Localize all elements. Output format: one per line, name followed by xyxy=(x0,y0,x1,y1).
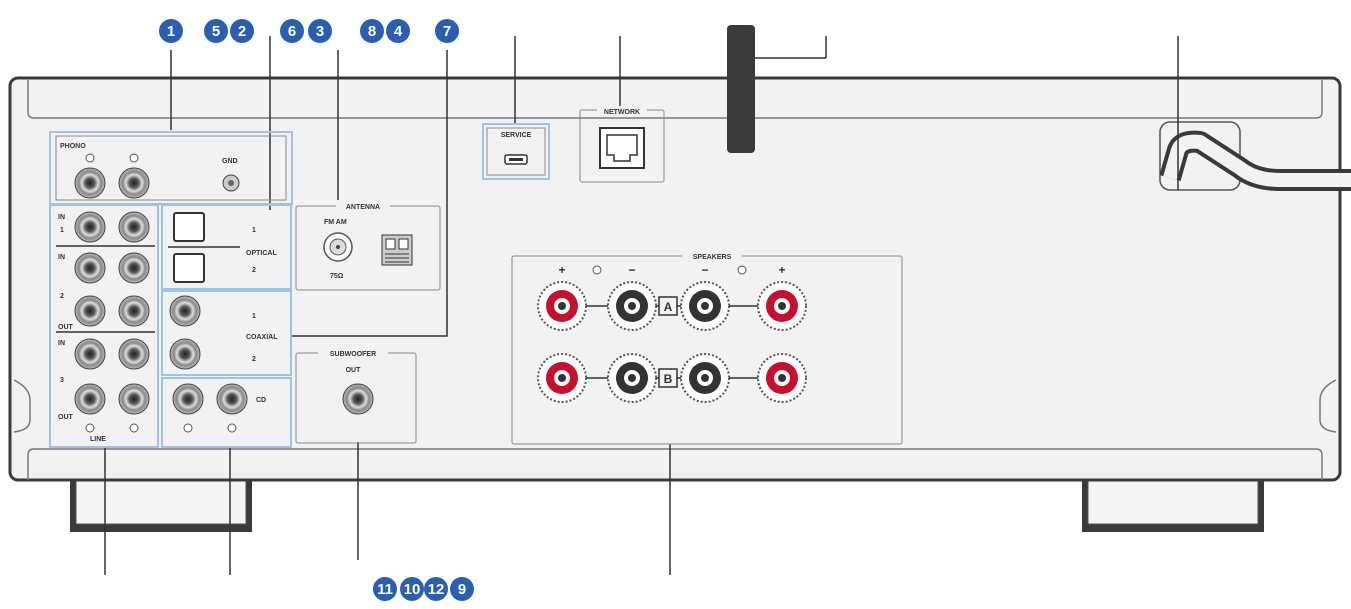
svg-text:OUT: OUT xyxy=(58,324,74,331)
svg-text:GND: GND xyxy=(222,158,238,165)
speaker-terminal xyxy=(607,353,657,403)
optical-section: 1 OPTICAL 2 xyxy=(161,204,292,290)
chassis xyxy=(8,76,1342,482)
svg-text:75Ω: 75Ω xyxy=(330,273,344,280)
speaker-terminal xyxy=(537,281,587,331)
svg-text:+: + xyxy=(558,263,565,277)
speaker-a-label: A xyxy=(658,296,678,316)
svg-text:2: 2 xyxy=(60,293,64,300)
svg-text:5: 5 xyxy=(212,23,220,40)
svg-text:9: 9 xyxy=(458,581,466,598)
callout-marker: 3 xyxy=(308,19,332,43)
svg-text:OUT: OUT xyxy=(58,414,74,421)
line-section: IN 1 IN 2 OUT IN 3 OUT LINE xyxy=(49,204,159,448)
svg-text:2: 2 xyxy=(252,267,256,274)
svg-text:8: 8 xyxy=(368,23,376,40)
callout-marker: 8 xyxy=(360,19,384,43)
svg-text:10: 10 xyxy=(404,581,421,598)
svg-text:LINE: LINE xyxy=(90,436,106,443)
svg-text:PHONO: PHONO xyxy=(60,143,86,150)
svg-text:3: 3 xyxy=(60,377,64,384)
speaker-b-label: B xyxy=(658,368,678,388)
svg-text:IN: IN xyxy=(58,340,65,347)
leader-lines xyxy=(104,36,671,575)
svg-text:3: 3 xyxy=(316,23,324,40)
speaker-terminal xyxy=(757,281,807,331)
cd-section: CD xyxy=(161,377,292,448)
power-cord xyxy=(1159,36,1351,191)
svg-text:ANTENNA: ANTENNA xyxy=(346,204,380,211)
svg-text:A: A xyxy=(664,300,673,314)
callout-marker: 11 xyxy=(373,577,397,601)
wireless-antenna xyxy=(727,25,827,153)
speaker-terminal xyxy=(680,281,730,331)
service-port: SERVICE xyxy=(482,123,550,180)
callout-marker: 4 xyxy=(386,19,410,43)
callout-marker: 9 xyxy=(450,577,474,601)
svg-text:COAXIAL: COAXIAL xyxy=(246,334,278,341)
coaxial-section: 1 COAXIAL 2 xyxy=(161,290,292,376)
svg-text:1: 1 xyxy=(60,227,64,234)
callout-marker: 1 xyxy=(159,19,183,43)
svg-text:IN: IN xyxy=(58,214,65,221)
svg-text:1: 1 xyxy=(252,227,256,234)
callout-marker: 12 xyxy=(424,577,448,601)
svg-text:OUT: OUT xyxy=(346,367,362,374)
svg-text:4: 4 xyxy=(394,23,403,40)
speaker-terminal xyxy=(680,353,730,403)
svg-text:SUBWOOFER: SUBWOOFER xyxy=(330,351,376,358)
callout-marker: 5 xyxy=(204,19,228,43)
svg-text:2: 2 xyxy=(238,23,246,40)
callout-marker: 6 xyxy=(280,19,304,43)
subwoofer-section: SUBWOOFER OUT xyxy=(295,348,417,444)
speaker-terminal xyxy=(607,281,657,331)
callout-marker: 2 xyxy=(230,19,254,43)
svg-text:1: 1 xyxy=(167,23,175,40)
svg-text:OPTICAL: OPTICAL xyxy=(246,250,277,257)
svg-text:SPEAKERS: SPEAKERS xyxy=(693,254,732,261)
svg-text:12: 12 xyxy=(428,581,445,598)
callouts-bottom: 11 10 12 9 xyxy=(373,577,474,601)
callouts-top: 1 5 2 6 3 8 4 7 xyxy=(159,19,459,43)
svg-text:IN: IN xyxy=(58,254,65,261)
network-port: NETWORK xyxy=(579,106,665,183)
svg-text:7: 7 xyxy=(443,23,451,40)
speaker-terminal xyxy=(757,353,807,403)
svg-text:B: B xyxy=(664,372,673,386)
speakers-section: SPEAKERS + − − + xyxy=(511,251,903,445)
svg-text:+: + xyxy=(778,263,785,277)
svg-text:6: 6 xyxy=(288,23,296,40)
svg-text:−: − xyxy=(701,263,708,277)
svg-text:11: 11 xyxy=(377,581,393,598)
svg-text:1: 1 xyxy=(252,313,256,320)
svg-text:2: 2 xyxy=(252,356,256,363)
svg-text:FM AM: FM AM xyxy=(324,219,347,226)
speaker-terminal xyxy=(537,353,587,403)
svg-text:−: − xyxy=(628,263,635,277)
svg-text:CD: CD xyxy=(256,397,266,404)
antenna-section: ANTENNA FM AM 75Ω xyxy=(295,201,441,291)
svg-text:SERVICE: SERVICE xyxy=(501,132,532,139)
callout-marker: 10 xyxy=(400,577,424,601)
svg-text:NETWORK: NETWORK xyxy=(604,109,640,116)
callout-marker: 7 xyxy=(435,19,459,43)
